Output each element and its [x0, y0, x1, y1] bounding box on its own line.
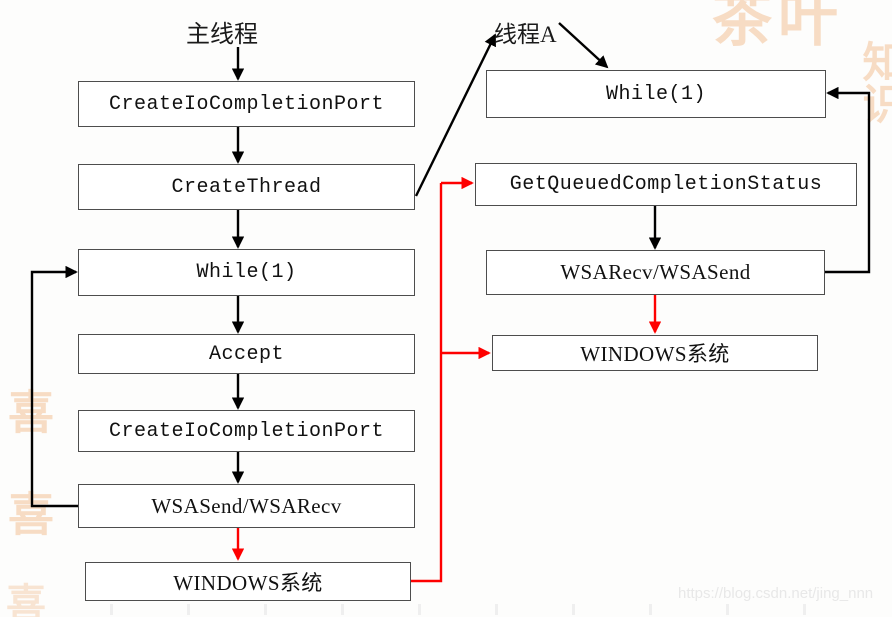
node-wsasend-wsarecv[interactable]: WSASend/WSARecv — [78, 484, 415, 528]
label-main-thread: 主线程 — [186, 22, 258, 48]
node-windows-system-left[interactable]: WINDOWS系统 — [85, 562, 411, 601]
label-thread-a: 线程A — [494, 22, 557, 47]
source-url-watermark: https://blog.csdn.net/jing_nnn — [678, 585, 874, 602]
node-create-io-completion-port-1[interactable]: CreateIoCompletionPort — [78, 81, 415, 127]
page-tick-row — [0, 604, 892, 616]
node-get-queued-completion-status[interactable]: GetQueuedCompletionStatus — [475, 163, 857, 206]
arrow-right-feedback-loop — [825, 86, 871, 274]
node-left-while-loop[interactable]: While(1) — [78, 249, 415, 296]
arrow-left-feedback-loop — [30, 265, 78, 508]
node-create-thread[interactable]: CreateThread — [78, 164, 415, 210]
node-wsarecv-wsasend[interactable]: WSARecv/WSASend — [486, 250, 825, 295]
node-create-io-completion-port-2[interactable]: CreateIoCompletionPort — [78, 410, 415, 452]
arrow-thread-a-to-right-while — [558, 22, 609, 69]
node-accept[interactable]: Accept — [78, 334, 415, 374]
arrow-red-bus-trunk — [411, 183, 443, 583]
arrow-createthread-to-thread-a — [414, 33, 497, 197]
node-right-while-loop[interactable]: While(1) — [486, 70, 826, 118]
node-windows-system-right[interactable]: WINDOWS系统 — [492, 335, 818, 371]
